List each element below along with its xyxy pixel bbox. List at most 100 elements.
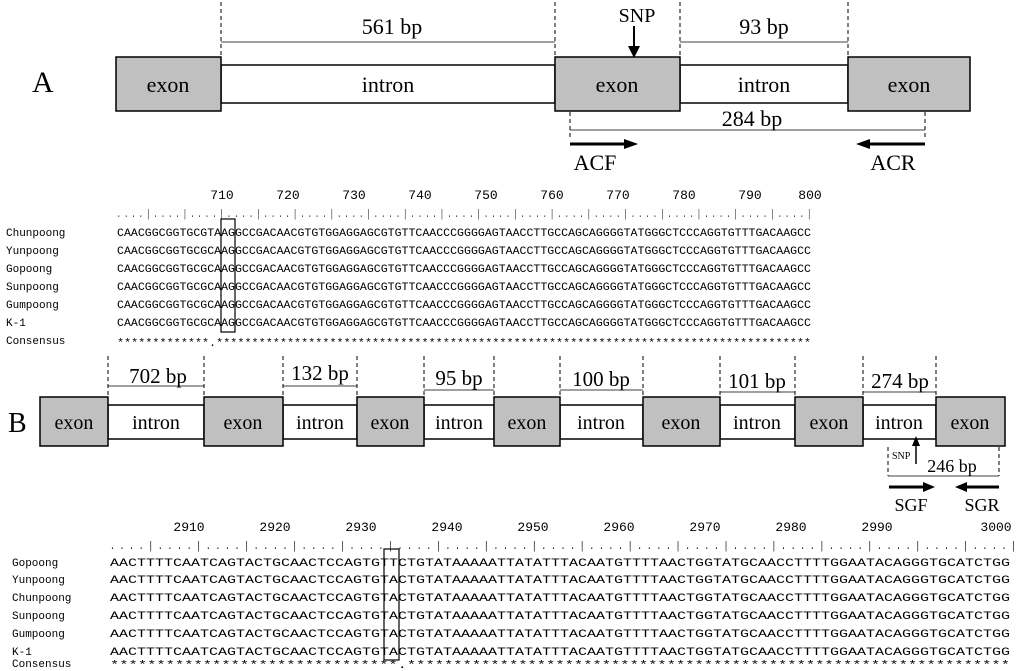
exon-b2-label: exon: [224, 412, 263, 434]
panel-a-label: A: [32, 66, 54, 99]
alignment-a-sequence: CAACGGCGGTGCGCAAGGCCGACAACGTGTGGAGGAGCGT…: [117, 246, 811, 258]
alignment-a-names: Chunpoong Yunpoong Gopoong Sunpoong Gump…: [6, 228, 65, 348]
alignment-a-row-name: Gumpoong: [6, 300, 59, 312]
primer-sgf-head: [923, 482, 935, 492]
exon-b4: [493, 396, 561, 447]
intron-b5: [719, 404, 796, 440]
ruler-b-tick-label: 2990: [861, 520, 892, 535]
panel-a-guides: [220, 2, 926, 138]
intron-b1-length: 702 bp: [129, 364, 187, 388]
exon-b6: [794, 396, 864, 447]
alignment-a-sequences: CAACGGCGGTGCGTAAGGCCGACAACGTGTGGAGGAGCGT…: [117, 228, 811, 350]
panel-b-length-labels: 702 bp 132 bp 95 bp 100 bp 101 bp 274 bp: [129, 361, 929, 393]
alignment-b-row-name: Yunpoong: [12, 575, 65, 587]
exon-b3: [356, 396, 425, 447]
alignment-b-sequence: AACTTTTCAATCAGTACTGCAACTCCAGTGTTCTGTATAA…: [110, 558, 1010, 570]
alignment-a: 710 720 730 740 750 760 770 780 790 800 …: [6, 188, 822, 350]
intron-a2-length: 93 bp: [739, 14, 789, 39]
panel-b-intron-labels: intron intron intron intron intron intro…: [132, 412, 923, 434]
exon-a3-label: exon: [888, 72, 931, 97]
intron-b4: [559, 404, 644, 440]
alignment-a-row-name: Sunpoong: [6, 282, 59, 294]
snp-a-highlight-box: [220, 218, 236, 333]
alignment-b-sequence: AACTTTTCAATCAGTACTGCAACTCCAGTGTACTGTATAA…: [110, 593, 1010, 605]
alignment-b-consensus: *******************************.********…: [110, 660, 1010, 671]
amplicon-a-length: 284 bp: [722, 106, 783, 131]
ruler-b-tick-label: 2920: [259, 520, 290, 535]
ruler-a-tick-label: 710: [210, 188, 233, 203]
amplicon-b-length: 246 bp: [927, 456, 977, 476]
alignment-a-sequence: CAACGGCGGTGCGCAAGGCCGACAACGTGTGGAGGAGCGT…: [117, 300, 811, 312]
intron-b2-label: intron: [296, 412, 344, 434]
ruler-a-tick-label: 720: [276, 188, 299, 203]
alignment-a-row-name: K-1: [6, 318, 26, 330]
exon-b2: [203, 396, 284, 447]
exon-a3: [847, 56, 971, 112]
panel-b-diagram: B 702 bp 132 bp: [8, 356, 1006, 515]
alignment-a-row-name: Yunpoong: [6, 246, 59, 258]
intron-a1-length: 561 bp: [362, 14, 423, 39]
ruler-b-tick-label: 2950: [517, 520, 548, 535]
exon-a2-label: exon: [596, 72, 639, 97]
panel-b-length-lines: [108, 385, 936, 393]
ruler-a-tick-label: 760: [540, 188, 563, 203]
alignment-a-row-name: Gopoong: [6, 264, 52, 276]
exon-b4-label: exon: [508, 412, 547, 434]
ruler-a-tick-label: 780: [672, 188, 695, 203]
panel-b-exons: [39, 396, 1006, 447]
ruler-a-tick-label: 790: [738, 188, 761, 203]
exon-b5: [642, 396, 721, 447]
ruler-a-tick-label: 750: [474, 188, 497, 203]
ruler-b-tick-label: 3000: [980, 520, 1011, 535]
exon-b7-label: exon: [951, 412, 990, 434]
intron-b6-label: intron: [875, 412, 923, 434]
alignment-b-names: Gopoong Yunpoong Chunpoong Sunpoong Gump…: [12, 558, 71, 671]
ruler-b-tick-label: 2970: [689, 520, 720, 535]
exon-a2: [554, 56, 681, 112]
alignment-a-sequence: CAACGGCGGTGCGCAAGGCCGACAACGTGTGGAGGAGCGT…: [117, 318, 811, 330]
exon-b7: [935, 396, 1006, 447]
snp-a-label: SNP: [619, 5, 656, 27]
alignment-a-ruler-numbers: 710 720 730 740 750 760 770 780 790 800: [210, 188, 821, 203]
exon-a1: [115, 56, 222, 112]
panel-b-label: B: [8, 408, 27, 439]
primer-acf-label: ACF: [574, 150, 617, 175]
ruler-a-tick-label: 800: [798, 188, 821, 203]
alignment-a-ruler-dots: . . . . | . . . . | . . . . | . . . . | …: [117, 209, 811, 221]
primer-acr-head: [856, 139, 870, 149]
intron-b3-length: 95 bp: [435, 366, 482, 390]
panel-b-introns: [107, 404, 937, 440]
alignment-b-row-name: Sunpoong: [12, 611, 65, 623]
alignment-b-sequence: AACTTTTCAATCAGTACTGCAACTCCAGTGTACTGTATAA…: [110, 647, 1010, 659]
alignment-b-ruler-dots: . . . . | . . . . | . . . . | . . . . | …: [110, 541, 1016, 553]
intron-b4-label: intron: [577, 412, 625, 434]
alignment-b-row-name: Gumpoong: [12, 629, 65, 641]
alignment-b: 2910 2920 2930 2940 2950 2960 2970 2980 …: [12, 520, 1016, 671]
intron-a1-label: intron: [362, 72, 415, 97]
alignment-a-sequence: CAACGGCGGTGCGCAAGGCCGACAACGTGTGGAGGAGCGT…: [117, 282, 811, 294]
alignment-a-sequence: CAACGGCGGTGCGTAAGGCCGACAACGTGTGGAGGAGCGT…: [117, 228, 811, 240]
ruler-b-tick-label: 2940: [431, 520, 462, 535]
alignment-b-row-name: Chunpoong: [12, 593, 71, 605]
panel-b-guides: [107, 356, 1000, 476]
panel-a-diagram: A 561 bp 93 bp SNP intron intron exon ex…: [32, 2, 971, 175]
intron-b2: [282, 404, 358, 440]
alignment-a-sequence: CAACGGCGGTGCGCAAGGCCGACAACGTGTGGAGGAGCGT…: [117, 264, 811, 276]
primer-acf-head: [624, 139, 638, 149]
alignment-b-sequence: AACTTTTCAATCAGTACTGCAACTCCAGTGTACTGTATAA…: [110, 611, 1010, 623]
intron-b4-length: 100 bp: [572, 367, 630, 391]
alignment-b-row-name: K-1: [12, 647, 32, 659]
primer-sgf-label: SGF: [894, 495, 927, 515]
intron-b6-length: 274 bp: [871, 369, 929, 393]
alignment-b-sequence: AACTTTTCAATCAGTACTGCAACTCCAGTGTACTGTATAA…: [110, 575, 1010, 587]
snp-b-highlight-box: [383, 548, 400, 661]
alignment-a-consensus-name: Consensus: [6, 336, 65, 348]
exon-a1-label: exon: [147, 72, 190, 97]
intron-b2-length: 132 bp: [291, 361, 349, 385]
alignment-a-row-name: Chunpoong: [6, 228, 65, 240]
exon-b1-label: exon: [55, 412, 94, 434]
intron-b1-label: intron: [132, 412, 180, 434]
snp-b-arrow-head: [912, 436, 920, 446]
intron-a2-label: intron: [738, 72, 791, 97]
